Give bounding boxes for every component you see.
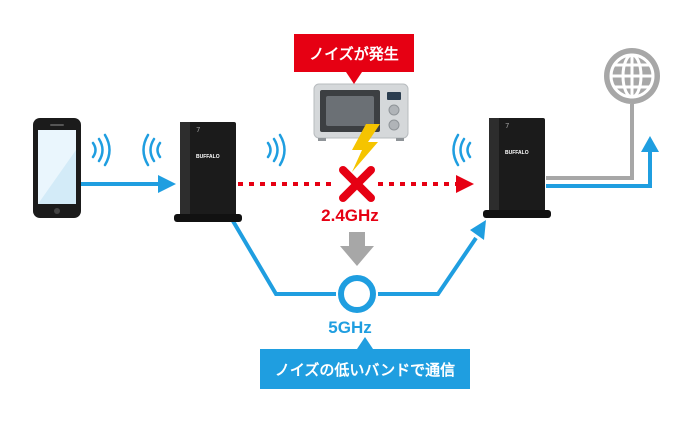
24ghz-path — [238, 175, 474, 193]
arrow-down-icon — [340, 232, 374, 266]
noise-callout: ノイズが発生 — [294, 34, 414, 84]
5ghz-path — [228, 214, 486, 296]
router-brand-label: BUFFALO — [196, 154, 220, 160]
globe-icon — [604, 48, 660, 104]
wifi-signal-icon — [142, 133, 162, 167]
freq-5ghz-label: 5GHz — [328, 318, 372, 337]
microwave-icon — [313, 83, 409, 141]
router-brand-label: BUFFALO — [505, 150, 529, 156]
wifi-signal-icon — [452, 133, 472, 167]
svg-text:7: 7 — [505, 122, 509, 130]
router-to-internet-link — [546, 104, 659, 188]
lightning-icon — [352, 124, 380, 172]
freq-24ghz-label: 2.4GHz — [321, 206, 379, 225]
band-callout: ノイズの低いバンドで通信 — [260, 337, 470, 389]
phone-to-router-link — [80, 175, 176, 193]
wifi-signal-icon — [266, 133, 286, 167]
ring-icon — [338, 275, 376, 313]
router-icon: 7 BUFFALO — [483, 118, 551, 218]
svg-text:7: 7 — [196, 126, 200, 134]
smartphone-icon — [33, 118, 81, 218]
cross-icon — [339, 166, 375, 202]
wifi-signal-icon — [91, 133, 111, 167]
router-icon: 7 BUFFALO — [174, 122, 242, 222]
